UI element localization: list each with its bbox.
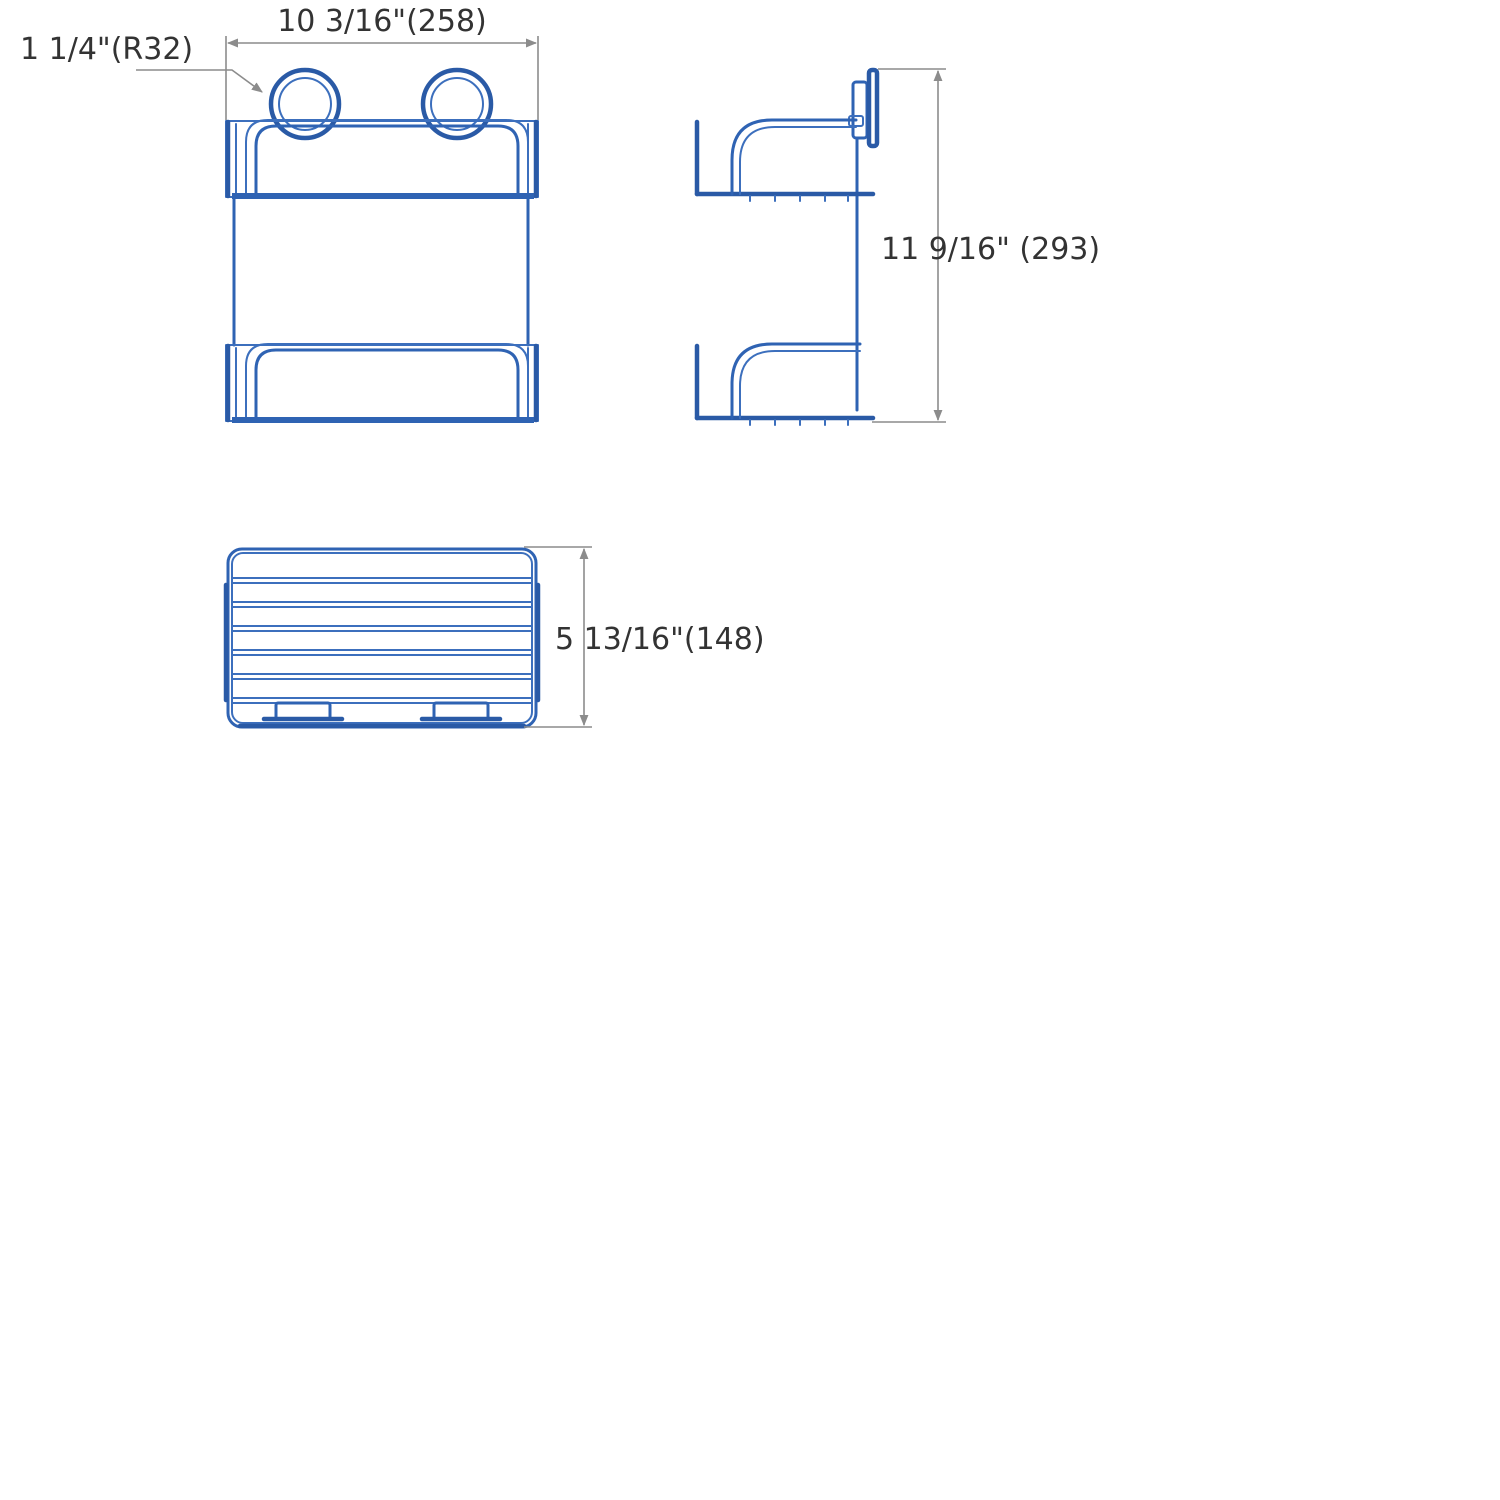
- width-label: 10 3/16"(258): [277, 4, 487, 39]
- top-outer-frame: [226, 547, 538, 729]
- front-lower-basket: [225, 343, 539, 423]
- radius-callout: 1 1/4"(R32): [20, 32, 263, 93]
- side-wall-mount: [848, 67, 880, 149]
- height-dimension: 11 9/16" (293): [872, 68, 1100, 423]
- width-dimension: 10 3/16"(258): [225, 4, 539, 120]
- suction-cup-right: [420, 67, 494, 141]
- top-view: 5 13/16"(148): [223, 546, 765, 729]
- front-view: 10 3/16"(258) 1 1/4"(R32): [20, 4, 539, 423]
- side-upper-shelf: [694, 118, 876, 202]
- suction-cup-left: [268, 67, 342, 141]
- height-label: 11 9/16" (293): [881, 232, 1100, 267]
- side-lower-shelf: [694, 342, 876, 426]
- top-mount-left: [261, 701, 345, 722]
- depth-dimension: 5 13/16"(148): [524, 546, 765, 728]
- top-mount-right: [419, 701, 503, 722]
- radius-label: 1 1/4"(R32): [20, 32, 193, 67]
- top-wire-grid: [231, 577, 533, 704]
- side-view: 11 9/16" (293): [694, 67, 1100, 426]
- front-upper-basket: [225, 119, 539, 199]
- depth-label: 5 13/16"(148): [555, 622, 765, 657]
